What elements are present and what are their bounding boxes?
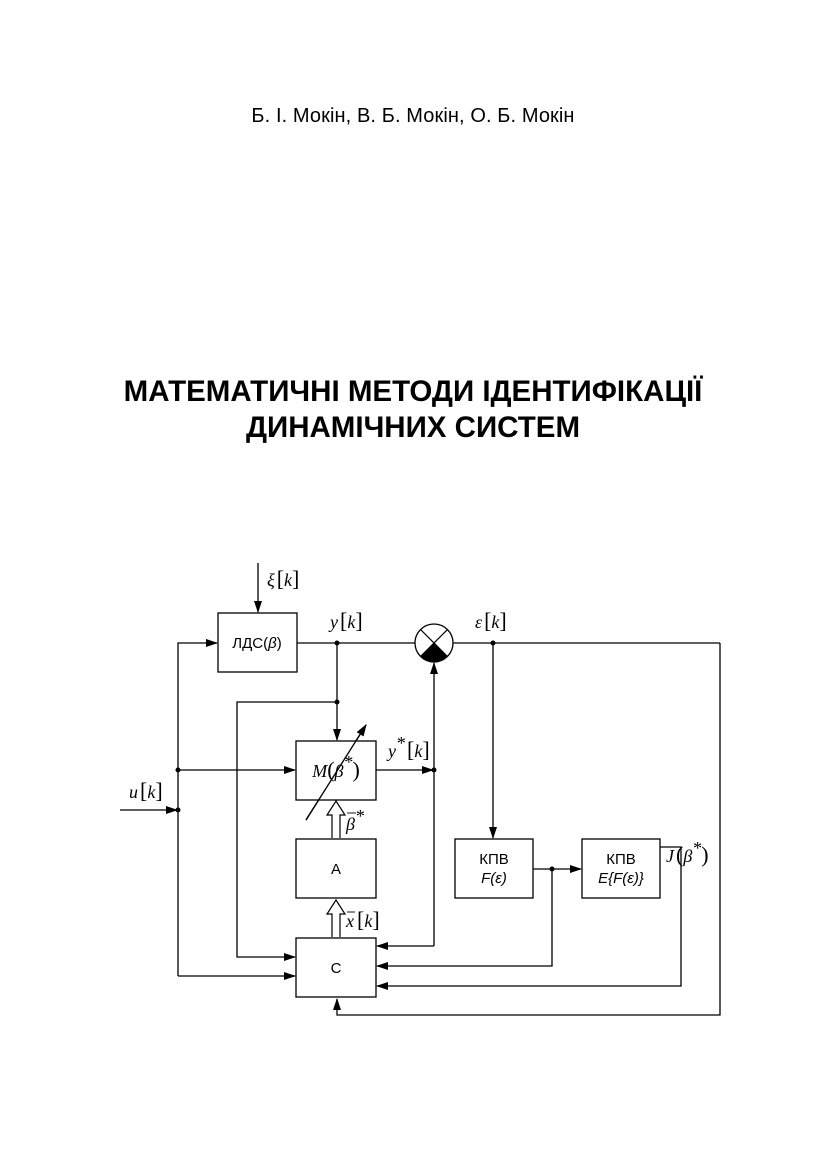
title-line-1: МАТЕМАТИЧНІ МЕТОДИ ІДЕНТИФІКАЦІЇ (123, 375, 703, 408)
criterion-to-c-line (376, 846, 682, 990)
state-vector-arrow (325, 898, 347, 937)
state-vector-label: x[k] (345, 907, 380, 932)
a-block (295, 838, 377, 899)
kpv-loss-fn: F(ε) (481, 870, 507, 887)
junction-dot (549, 866, 555, 872)
kpv-expectation-block (581, 838, 661, 899)
junction-dot (175, 767, 181, 773)
param-vector-arrow (325, 799, 347, 838)
param-vector-label: β* (345, 806, 364, 834)
noise-label: ξ[k] (267, 566, 299, 591)
error-feedback-loop (333, 643, 721, 1016)
plant-block (217, 612, 298, 673)
output-label: y[k] (328, 608, 363, 633)
kpv-loss-block (454, 838, 534, 899)
input-to-plant-line (177, 639, 218, 976)
kpv-loss-title: КПВ (479, 851, 509, 868)
junction-dot (490, 640, 496, 646)
model-block (295, 740, 377, 801)
title-line-2: ДИНАМІЧНИХ СИСТЕМ (245, 411, 581, 444)
adjustable-parameter-arrow-overlay (305, 724, 367, 821)
loss-to-c-line (376, 869, 553, 970)
junction-dot (175, 807, 181, 813)
comparator-icon (414, 623, 454, 663)
kpv-expectation-fn: E{F(ε)} (598, 870, 644, 887)
junction-dot (431, 767, 437, 773)
model-label: M(β*) (311, 752, 360, 782)
criterion-label: J(β*) (666, 838, 709, 867)
c-label: C (331, 960, 342, 977)
input-label: u[k] (129, 778, 163, 803)
a-label: A (331, 861, 341, 878)
model-output-label: y*[k] (386, 733, 430, 762)
error-label: ε[k] (475, 608, 507, 633)
kpv-expectation-title: КПВ (606, 851, 636, 868)
authors-line: Б. І. Мокін, В. Б. Мокін, О. Б. Мокін (251, 105, 575, 127)
junction-dot (334, 699, 340, 705)
c-block (295, 937, 377, 998)
plant-label: ЛДС(β) (232, 635, 281, 652)
output-to-c-line (236, 701, 337, 961)
book-title: МАТЕМАТИЧНІ МЕТОДИ ІДЕНТИФІКАЦІЇ ДИНАМІЧ… (0, 374, 826, 446)
junction-dot (334, 640, 340, 646)
